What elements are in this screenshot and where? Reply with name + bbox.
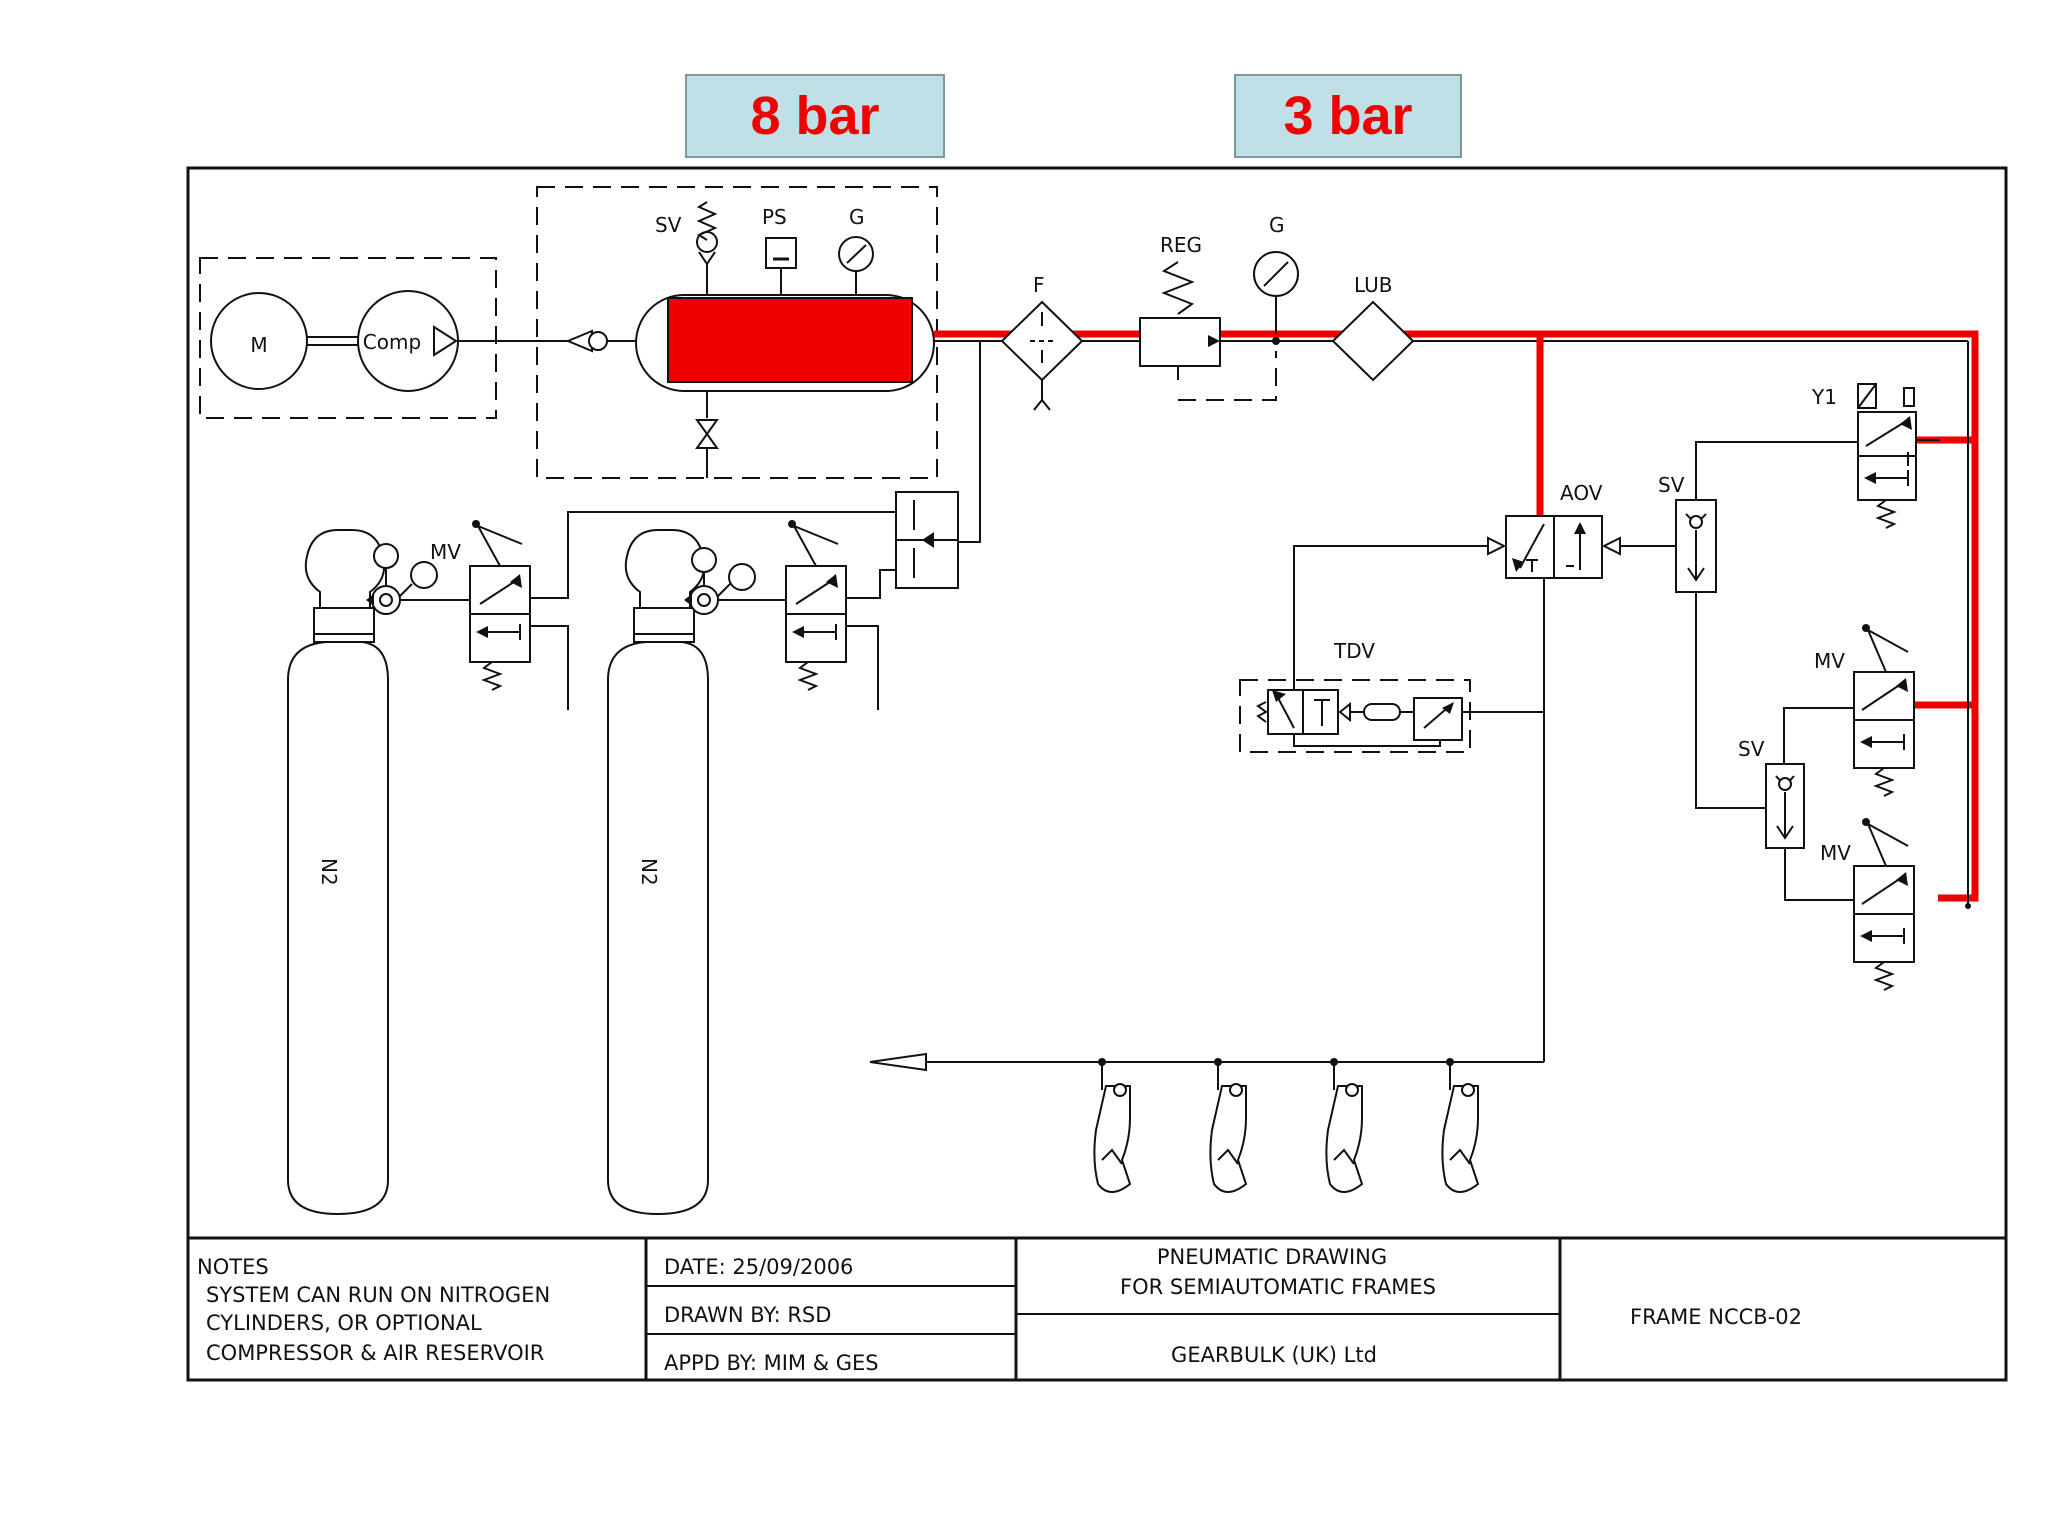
manual-valve-1 [469, 520, 569, 710]
frame-id: FRAME NCCB-02 [1630, 1305, 1802, 1329]
company-name: GEARBULK (UK) Ltd [1171, 1343, 1377, 1367]
tdv-label: TDV [1333, 639, 1375, 663]
shuttle-valve-1: SV [1658, 441, 1858, 809]
actuator-4 [1441, 1058, 1480, 1193]
reservoir-gauge-label: G [849, 205, 865, 229]
pressure-switch-label: PS [762, 205, 787, 229]
reservoir-sv-label: SV [655, 213, 682, 237]
regulator-label: REG [1160, 233, 1202, 257]
manual-valve-3: MV [1820, 818, 1915, 991]
actuator-manifold [869, 1052, 1544, 1193]
n2-cylinder-1: N2 MV [287, 529, 470, 1216]
notes-line-3: COMPRESSOR & AIR RESERVOIR [206, 1341, 544, 1365]
lubricator-label: LUB [1354, 273, 1393, 297]
filter-label: F [1033, 273, 1045, 297]
air-reservoir-unit: SV PS G [536, 186, 938, 479]
pressure-line-main [934, 330, 1979, 902]
drawing-date: DATE: 25/09/2006 [664, 1255, 853, 1279]
manual-valve-3-label: MV [1820, 841, 1851, 865]
manual-valve-cyl2 [785, 520, 879, 710]
approved-by: APPD BY: MIM & GES [664, 1351, 879, 1375]
drawing-border [186, 166, 2008, 1382]
compressor-label: Comp [363, 330, 421, 354]
drawing-title-line-1: PNEUMATIC DRAWING [1157, 1245, 1387, 1269]
shuttle-valve-1-label: SV [1658, 473, 1685, 497]
solenoid-valve-y1: Y1 [1811, 383, 1940, 529]
actuator-2 [1209, 1058, 1248, 1193]
line-gauge-label: G [1269, 213, 1285, 237]
cylinder-1-label: N2 [317, 858, 341, 886]
regulator: REG [1139, 233, 1280, 401]
actuator-3 [1325, 1058, 1364, 1193]
drawing-title-line-2: FOR SEMIAUTOMATIC FRAMES [1120, 1275, 1436, 1299]
filter: F [1000, 273, 1084, 411]
pressure-label-3bar: 3 bar [1234, 74, 1462, 158]
air-operated-valve: AOV [1293, 481, 1676, 1062]
y1-label: Y1 [1811, 385, 1837, 409]
drawn-by: DRAWN BY: RSD [664, 1303, 831, 1327]
notes-line-2: CYLINDERS, OR OPTIONAL [206, 1311, 482, 1335]
title-block: NOTES SYSTEM CAN RUN ON NITROGEN CYLINDE… [197, 1238, 1802, 1380]
reservoir-pressurised [667, 297, 913, 383]
shuttle-valve-2: SV [1738, 737, 1854, 901]
n2-cylinder-2: N2 [607, 529, 786, 1216]
lubricator: LUB [1331, 273, 1415, 382]
line-gauge: G [1253, 213, 1299, 334]
notes-title: NOTES [197, 1255, 269, 1279]
manual-valve-2-label: MV [1814, 649, 1845, 673]
cylinder-2-label: N2 [637, 858, 661, 886]
time-delay-valve: TDV [1239, 546, 1544, 753]
aov-label: AOV [1560, 481, 1603, 505]
compressor-unit: M Comp [199, 257, 570, 419]
motor-label: M [250, 333, 267, 357]
manual-valve-1-label: MV [430, 540, 461, 564]
pressure-label-8bar: 8 bar [685, 74, 945, 158]
manual-valve-2: MV [1783, 624, 1915, 797]
shuttle-valve-2-label: SV [1738, 737, 1765, 761]
actuator-1 [1093, 1058, 1132, 1193]
notes-line-1: SYSTEM CAN RUN ON NITROGEN [206, 1283, 550, 1307]
